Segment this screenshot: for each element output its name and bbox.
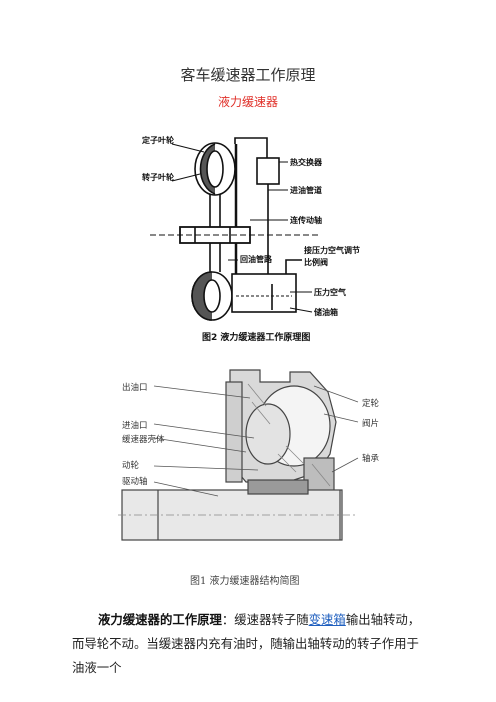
label-stator-wheel: 定轮 [362,398,380,409]
label-oil-outlet: 出油口 [122,382,148,393]
figure1-caption: 图1 液力缓速器结构简图 [190,574,300,587]
paragraph-text-1: ：缓速器转子随 [221,612,309,628]
paragraph-lead: 液力缓速器的工作原理 [98,612,222,628]
label-rotor: 转子叶轮 [142,172,174,182]
label-bearing: 轴承 [362,453,380,464]
label-vane: 阀片 [362,418,379,429]
label-return-pipe: 回油管路 [240,254,273,264]
figure-working-principle: 定子叶轮 转子叶轮 热交换器 进油管道 连传动轴 回油管路 接压力空气调节 比例… [140,124,370,349]
label-transmission-shaft: 连传动轴 [290,215,322,225]
document-subtitle: 液力缓速器 [217,95,278,109]
figure2-caption: 图2 液力缓速器工作原理图 [202,331,310,343]
label-oil-inlet: 进油口 [122,420,148,431]
body-paragraph: 液力缓速器的工作原理：缓速器转子随变速箱输出轴转动，而导轮不动。当缓速器内充有油… [72,608,424,680]
label-pressure-valve-2: 比例阀 [304,257,328,267]
document-title: 客车缓速器工作原理 [180,66,316,84]
label-heat-exchanger: 热交换器 [290,157,323,167]
label-housing: 缓速器壳体 [122,434,165,445]
label-pressure-air: 压力空气 [314,287,346,297]
label-rotor-wheel: 动轮 [122,460,140,471]
gearbox-link[interactable]: 变速箱 [308,612,346,628]
figure-structure: 出油口 进油口 缓速器壳体 动轮 驱动轴 定轮 阀片 轴承 图1 液力缓速器结构… [118,362,393,592]
label-inlet-pipe: 进油管道 [290,185,322,195]
paragraph-text-2: 输出轴转动，而导轮不动。当缓速器内充有油时，随输出轴转动的转子作用于油液一个 [72,612,421,676]
label-pressure-valve-1: 接压力空气调节 [304,245,360,255]
label-oil-tank: 储油箱 [313,307,338,317]
label-drive-shaft: 驱动轴 [122,476,148,487]
label-stator: 定子叶轮 [141,135,174,145]
